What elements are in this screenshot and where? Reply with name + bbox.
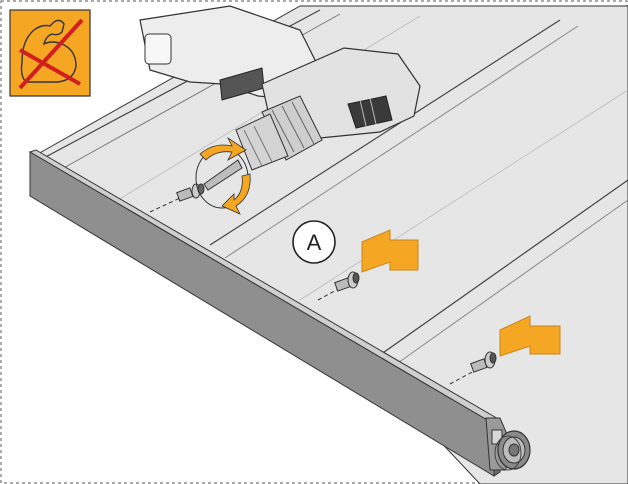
no-strength-icon xyxy=(10,10,90,96)
callout-label: A xyxy=(307,230,322,255)
callout-a: A xyxy=(293,221,335,263)
